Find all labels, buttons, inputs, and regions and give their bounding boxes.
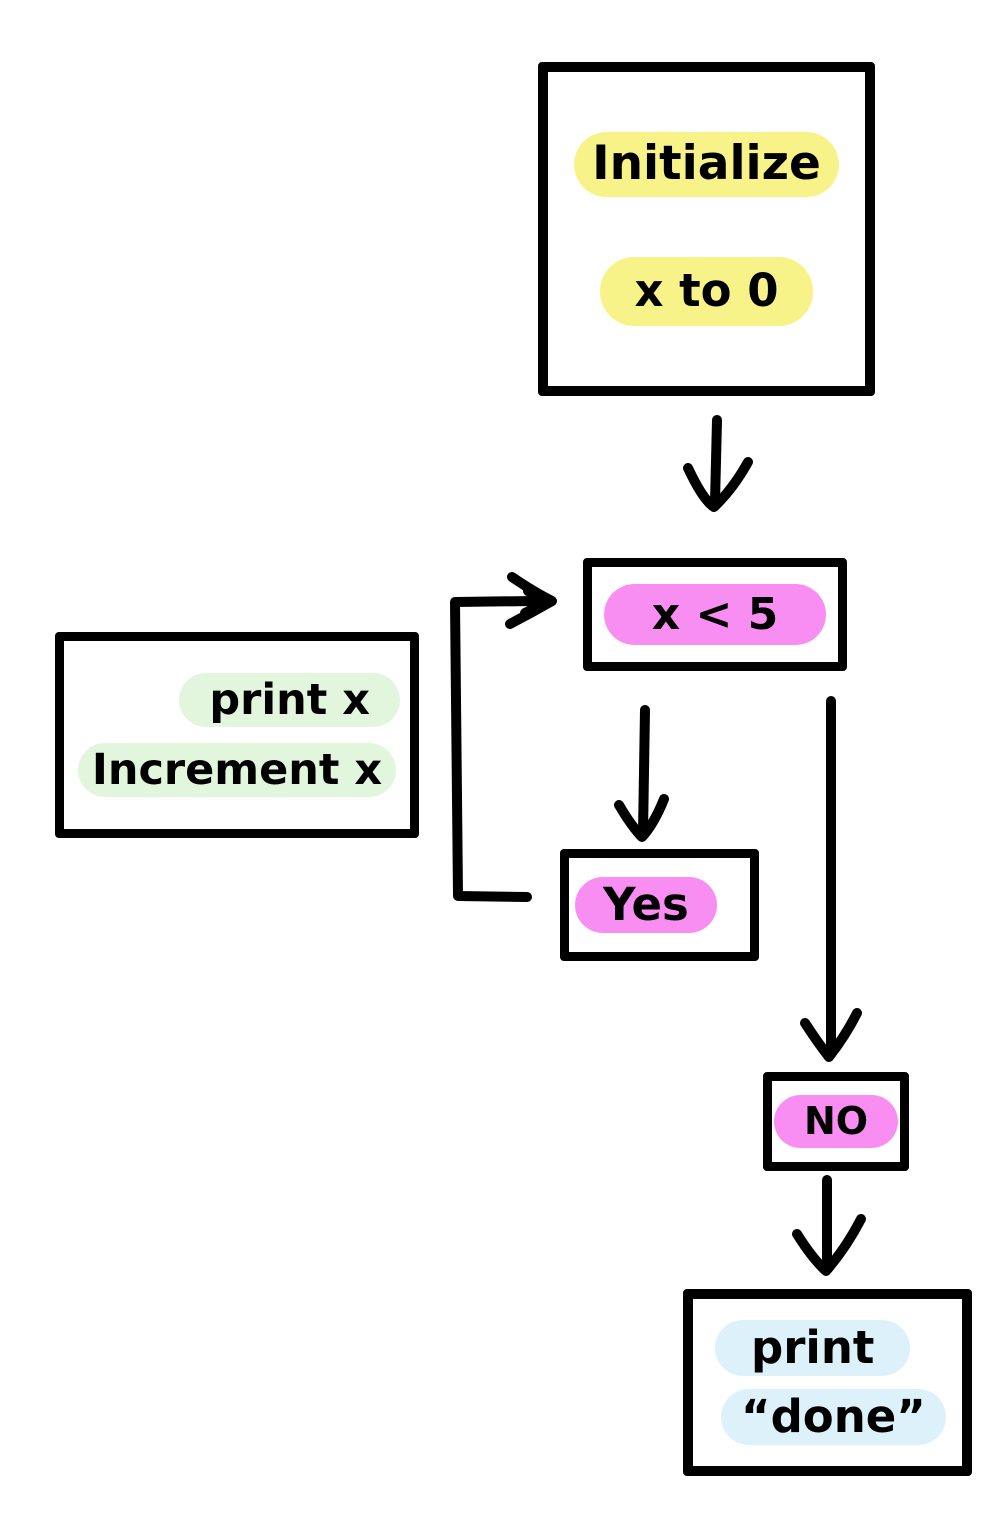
node-condition: x < 5 (583, 558, 847, 671)
node-condition-label: x < 5 (603, 583, 827, 646)
arrow-shaft (638, 705, 650, 838)
node-loop-body-line-2: Increment x (77, 743, 397, 798)
node-loop-body: print x Increment x (55, 632, 419, 838)
arrowhead-right-icon (505, 572, 557, 629)
node-no-label: NO (773, 1095, 899, 1148)
node-print-done: print “done” (683, 1289, 972, 1476)
node-loop-body-line-1: print x (179, 672, 400, 727)
arrowhead-down-icon (614, 794, 669, 842)
arrowhead-down-icon (683, 457, 753, 512)
node-print-done-line-1: print (715, 1319, 911, 1376)
node-initialize-line-1: Initialize (574, 132, 839, 198)
node-yes: Yes (560, 849, 759, 961)
arrow-condition-to-yes (614, 705, 669, 842)
arrowhead-right-icon (520, 586, 554, 618)
node-print-done-line-2: “done” (721, 1389, 946, 1446)
arrow-shaft (710, 415, 722, 507)
arrow-shaft (450, 596, 538, 902)
node-no: NO (763, 1072, 909, 1171)
node-yes-label: Yes (575, 876, 717, 934)
arrow-init-to-condition (683, 415, 753, 512)
arrowhead-down-icon (792, 1214, 866, 1276)
node-initialize-line-2: x to 0 (600, 257, 813, 326)
arrow-no-to-done (792, 1175, 866, 1276)
arrow-condition-to-no (800, 696, 862, 1062)
node-initialize: Initialize x to 0 (538, 62, 875, 396)
arrowhead-down-icon (800, 1008, 862, 1062)
arrow-yes-loop-back-to-condition (450, 572, 557, 902)
